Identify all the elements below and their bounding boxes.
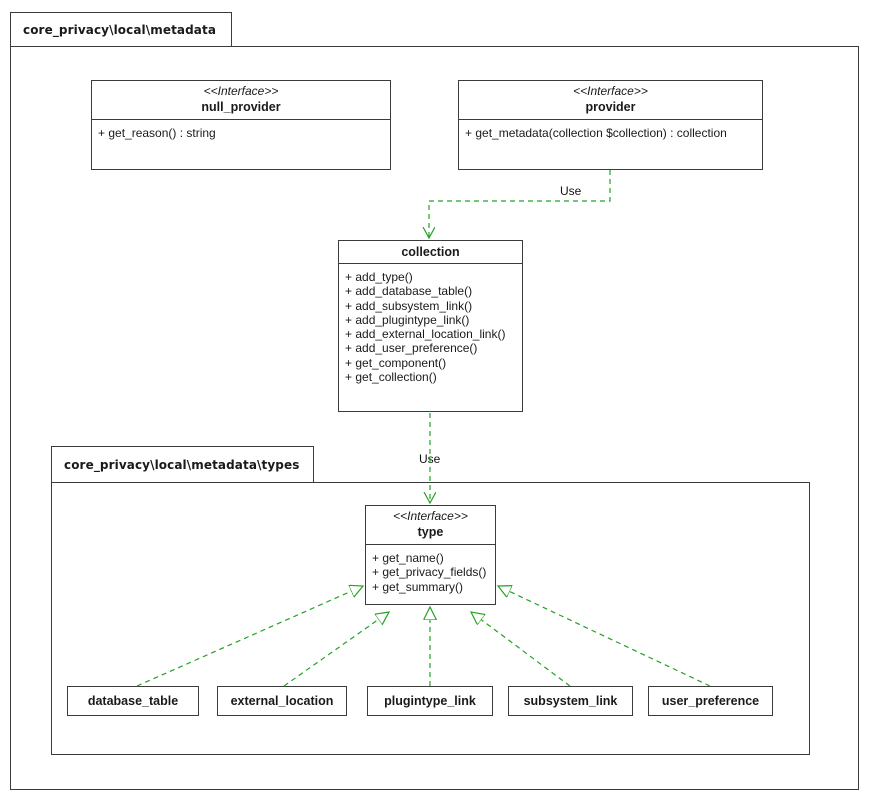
class-plugintype-link: plugintype_link: [367, 686, 493, 716]
stereotype-label: <<Interface>>: [393, 509, 468, 523]
method: + add_subsystem_link(): [345, 298, 473, 313]
package-title: core_privacy\local\metadata: [23, 22, 217, 37]
class-collection: collection + add_type() + add_database_t…: [338, 240, 523, 412]
class-name: user_preference: [661, 694, 760, 708]
class-name: plugintype_link: [384, 694, 476, 708]
method: + get_component(): [345, 355, 447, 370]
interface-type: <<Interface>> type + get_name() + get_pr…: [365, 505, 496, 605]
edge-label-use-collection-type: Use: [418, 452, 442, 466]
method: + add_plugintype_link(): [345, 312, 470, 327]
class-name: collection: [401, 245, 460, 259]
interface-provider: <<Interface>> provider + get_metadata(co…: [458, 80, 763, 170]
class-subsystem-link: subsystem_link: [508, 686, 633, 716]
edge-label-use-provider-collection: Use: [559, 184, 583, 198]
class-database-table: database_table: [67, 686, 199, 716]
method: + add_type(): [345, 270, 413, 284]
package-title: core_privacy\local\metadata\types: [64, 457, 300, 472]
class-user-preference: user_preference: [648, 686, 773, 716]
class-header: collection: [339, 241, 522, 264]
methods-compartment: + get_name() + get_privacy_fields() + ge…: [366, 545, 495, 594]
class-header: <<Interface>> null_provider: [92, 81, 390, 120]
method: + get_name(): [372, 551, 444, 565]
methods-compartment: + add_type() + add_database_table() + ad…: [339, 264, 522, 384]
class-name: database_table: [87, 694, 179, 708]
methods-compartment: + get_reason() : string: [92, 120, 390, 140]
method: + get_collection(): [345, 370, 437, 385]
method: + add_external_location_link(): [345, 327, 506, 342]
class-name: provider: [585, 100, 636, 114]
class-name: null_provider: [201, 100, 281, 114]
class-name: external_location: [230, 694, 334, 708]
package-core-privacy-local-metadata-tab: core_privacy\local\metadata: [10, 12, 232, 47]
class-name: subsystem_link: [523, 694, 618, 708]
method: + add_database_table(): [345, 284, 473, 299]
method: + get_privacy_fields(): [372, 565, 487, 580]
package-core-privacy-local-metadata-body: [10, 46, 859, 790]
methods-compartment: + get_metadata(collection $collection) :…: [459, 120, 762, 140]
stereotype-label: <<Interface>>: [203, 84, 279, 98]
class-name: type: [417, 525, 444, 539]
method: + get_summary(): [372, 579, 464, 594]
method: + get_reason() : string: [98, 126, 216, 140]
method: + add_user_preference(): [345, 341, 478, 356]
class-header: <<Interface>> provider: [459, 81, 762, 120]
package-types-tab: core_privacy\local\metadata\types: [51, 446, 314, 483]
method: + get_metadata(collection $collection) :…: [465, 126, 727, 140]
class-header: <<Interface>> type: [366, 506, 495, 545]
class-external-location: external_location: [217, 686, 347, 716]
interface-null-provider: <<Interface>> null_provider + get_reason…: [91, 80, 391, 170]
stereotype-label: <<Interface>>: [573, 84, 648, 98]
